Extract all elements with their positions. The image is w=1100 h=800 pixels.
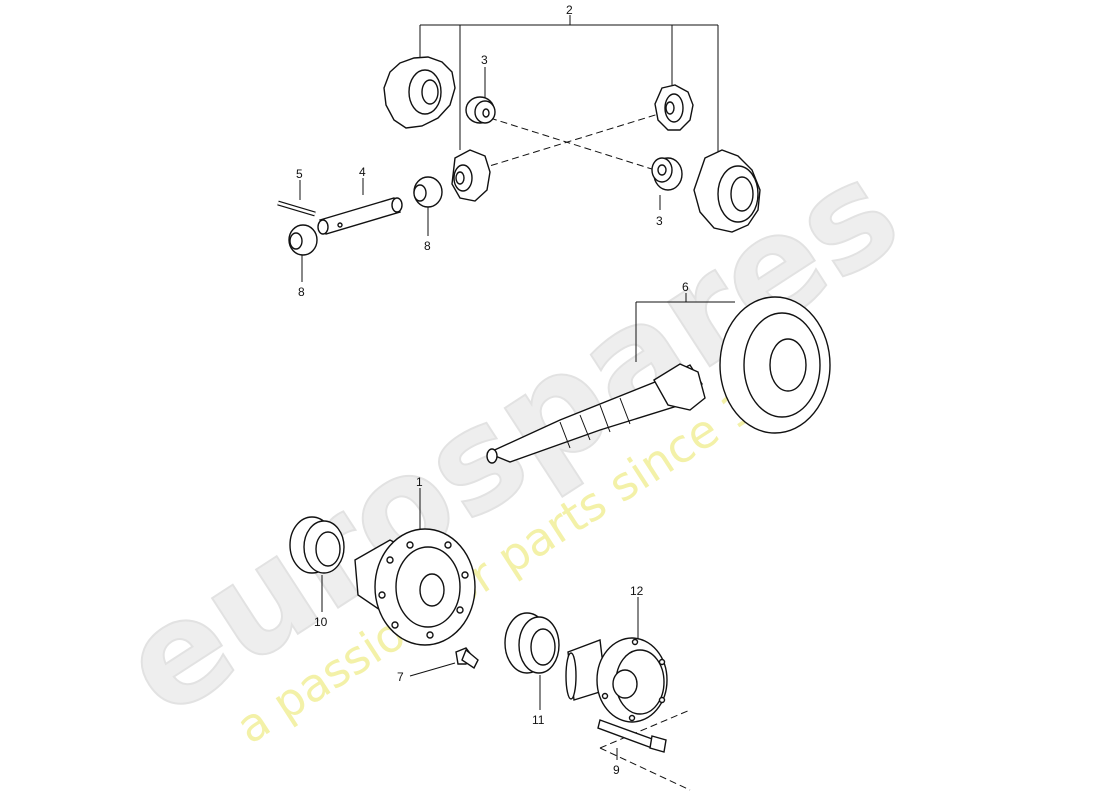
flange-shaft (565, 637, 668, 723)
relation-lines (469, 111, 691, 791)
side-gear-right (693, 149, 761, 233)
small-gear-right (413, 176, 443, 208)
callout-7: 7 (397, 670, 404, 684)
callout-4: 4 (359, 165, 366, 179)
bolt-9 (597, 719, 667, 753)
callout-labels: 1 2 3 3 4 5 6 7 8 8 9 10 11 12 (296, 3, 689, 777)
small-gear-left (288, 224, 318, 256)
callout-9: 9 (613, 763, 620, 777)
pinion-gear-center (451, 149, 491, 202)
callout-10: 10 (314, 615, 328, 629)
callout-2: 2 (566, 3, 573, 17)
leader-lines (299, 15, 735, 760)
bolt-7 (455, 647, 479, 670)
side-gear-left (383, 56, 456, 129)
callout-8-left: 8 (298, 285, 305, 299)
callout-6: 6 (682, 280, 689, 294)
thrust-washer-right (651, 157, 683, 191)
pin (277, 200, 316, 217)
thrust-washer-top (465, 96, 496, 124)
bearing-left (289, 516, 345, 574)
differential-housing (354, 528, 476, 646)
callout-3-right: 3 (656, 214, 663, 228)
callout-8-right: 8 (424, 239, 431, 253)
callout-3-top: 3 (481, 53, 488, 67)
callout-12: 12 (630, 584, 644, 598)
ring-and-pinion (486, 296, 831, 464)
differential-shaft (317, 197, 403, 235)
callout-11: 11 (532, 713, 545, 727)
pinion-gear-right (654, 84, 694, 131)
callout-1: 1 (416, 475, 423, 489)
bearing-right (504, 612, 560, 674)
callout-5: 5 (296, 167, 303, 181)
